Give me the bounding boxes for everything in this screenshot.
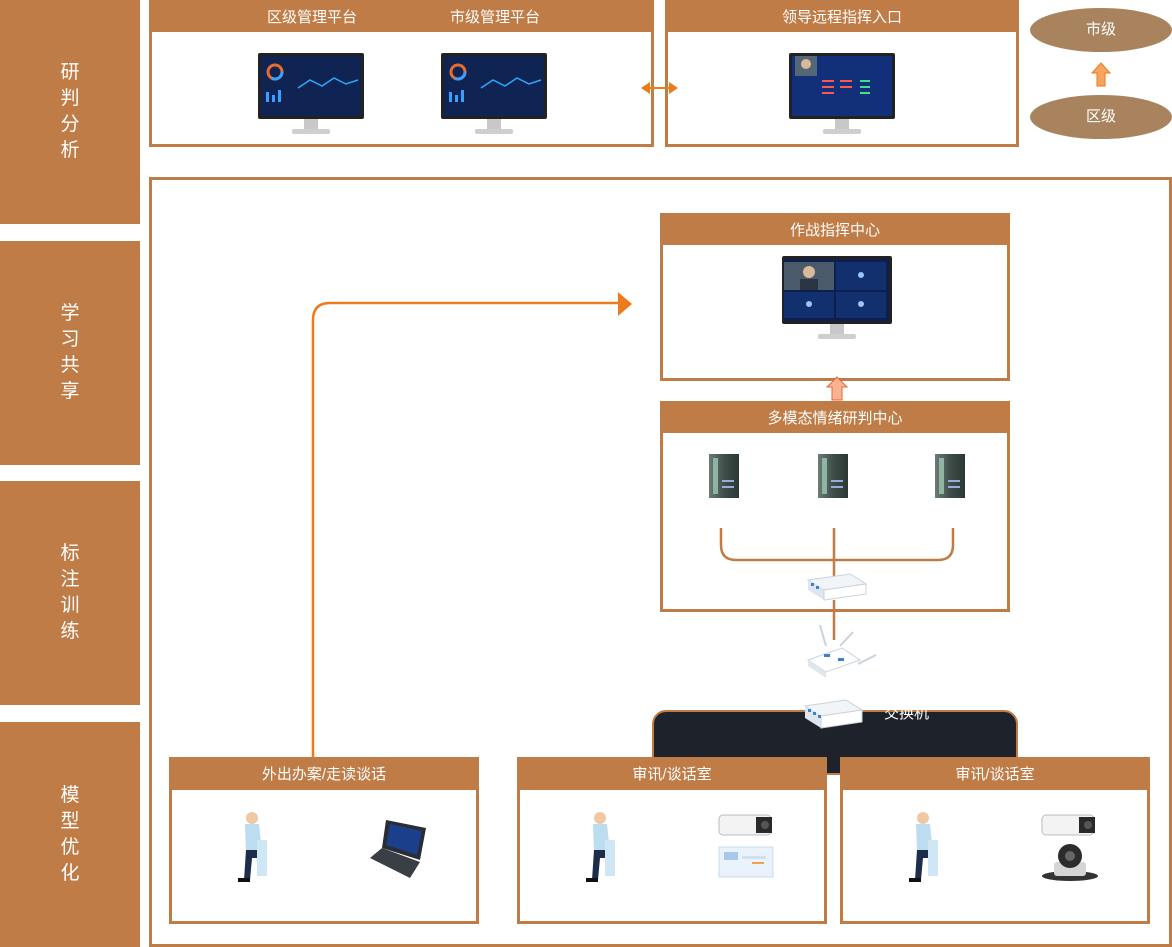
platform-panel: 区级管理平台 市级管理平台	[149, 0, 654, 147]
ptz-camera-icon	[1042, 844, 1098, 881]
platform-panel-header	[152, 3, 651, 32]
sidebar-annotation: 标注训练	[0, 481, 140, 705]
bidirectional-arrow-icon	[641, 82, 678, 94]
up-arrow-icon	[1090, 62, 1112, 87]
seated-person-icon	[586, 812, 615, 882]
server-icon	[935, 454, 965, 498]
district-platform-title: 区级管理平台	[266, 9, 357, 26]
up-arrow-icon	[825, 376, 849, 401]
laptop-icon	[370, 820, 426, 878]
network-switch-icon	[806, 573, 868, 601]
flow-arrow	[311, 292, 632, 757]
server-icon	[818, 454, 848, 498]
seated-person-icon	[909, 812, 938, 882]
server-connector	[719, 528, 955, 578]
security-camera-icon	[718, 814, 772, 836]
field-work-title: 外出办案/走读谈话	[172, 760, 476, 790]
software-screen-icon	[718, 846, 774, 878]
remote-command-title: 领导远程指挥入口	[668, 3, 1016, 32]
city-level-ellipse: 市级	[1030, 8, 1172, 52]
field-work-panel: 外出办案/走读谈话	[169, 757, 479, 924]
sidebar-label: 研判分析	[60, 62, 80, 161]
switch-label: 交换机	[884, 705, 930, 722]
interrogation-room-1-panel: 审讯/谈话室	[517, 757, 827, 924]
interrogation-room-2-panel: 审讯/谈话室	[840, 757, 1150, 924]
sidebar-learning: 学习共享	[0, 241, 140, 465]
dashboard-graphics	[266, 56, 886, 318]
seated-person-icon	[238, 812, 267, 882]
sidebar-analysis: 研判分析	[0, 0, 140, 224]
analysis-center-title: 多模态情绪研判中心	[663, 404, 1007, 433]
security-camera-icon	[1041, 814, 1095, 836]
sidebar-label: 学习共享	[60, 303, 80, 402]
city-platform-title: 市级管理平台	[449, 9, 540, 26]
router-icon	[806, 624, 877, 678]
interrogation-room-2-title: 审讯/谈话室	[843, 760, 1147, 790]
sidebar-label: 标注训练	[60, 543, 80, 642]
interrogation-room-1-title: 审讯/谈话室	[520, 760, 824, 790]
command-center-title: 作战指挥中心	[663, 216, 1007, 245]
server-icon	[709, 454, 739, 498]
sidebar-model: 模型优化	[0, 722, 140, 947]
network-switch-icon	[803, 699, 864, 729]
district-level-ellipse: 区级	[1030, 95, 1172, 139]
sidebar-label: 模型优化	[60, 784, 80, 884]
